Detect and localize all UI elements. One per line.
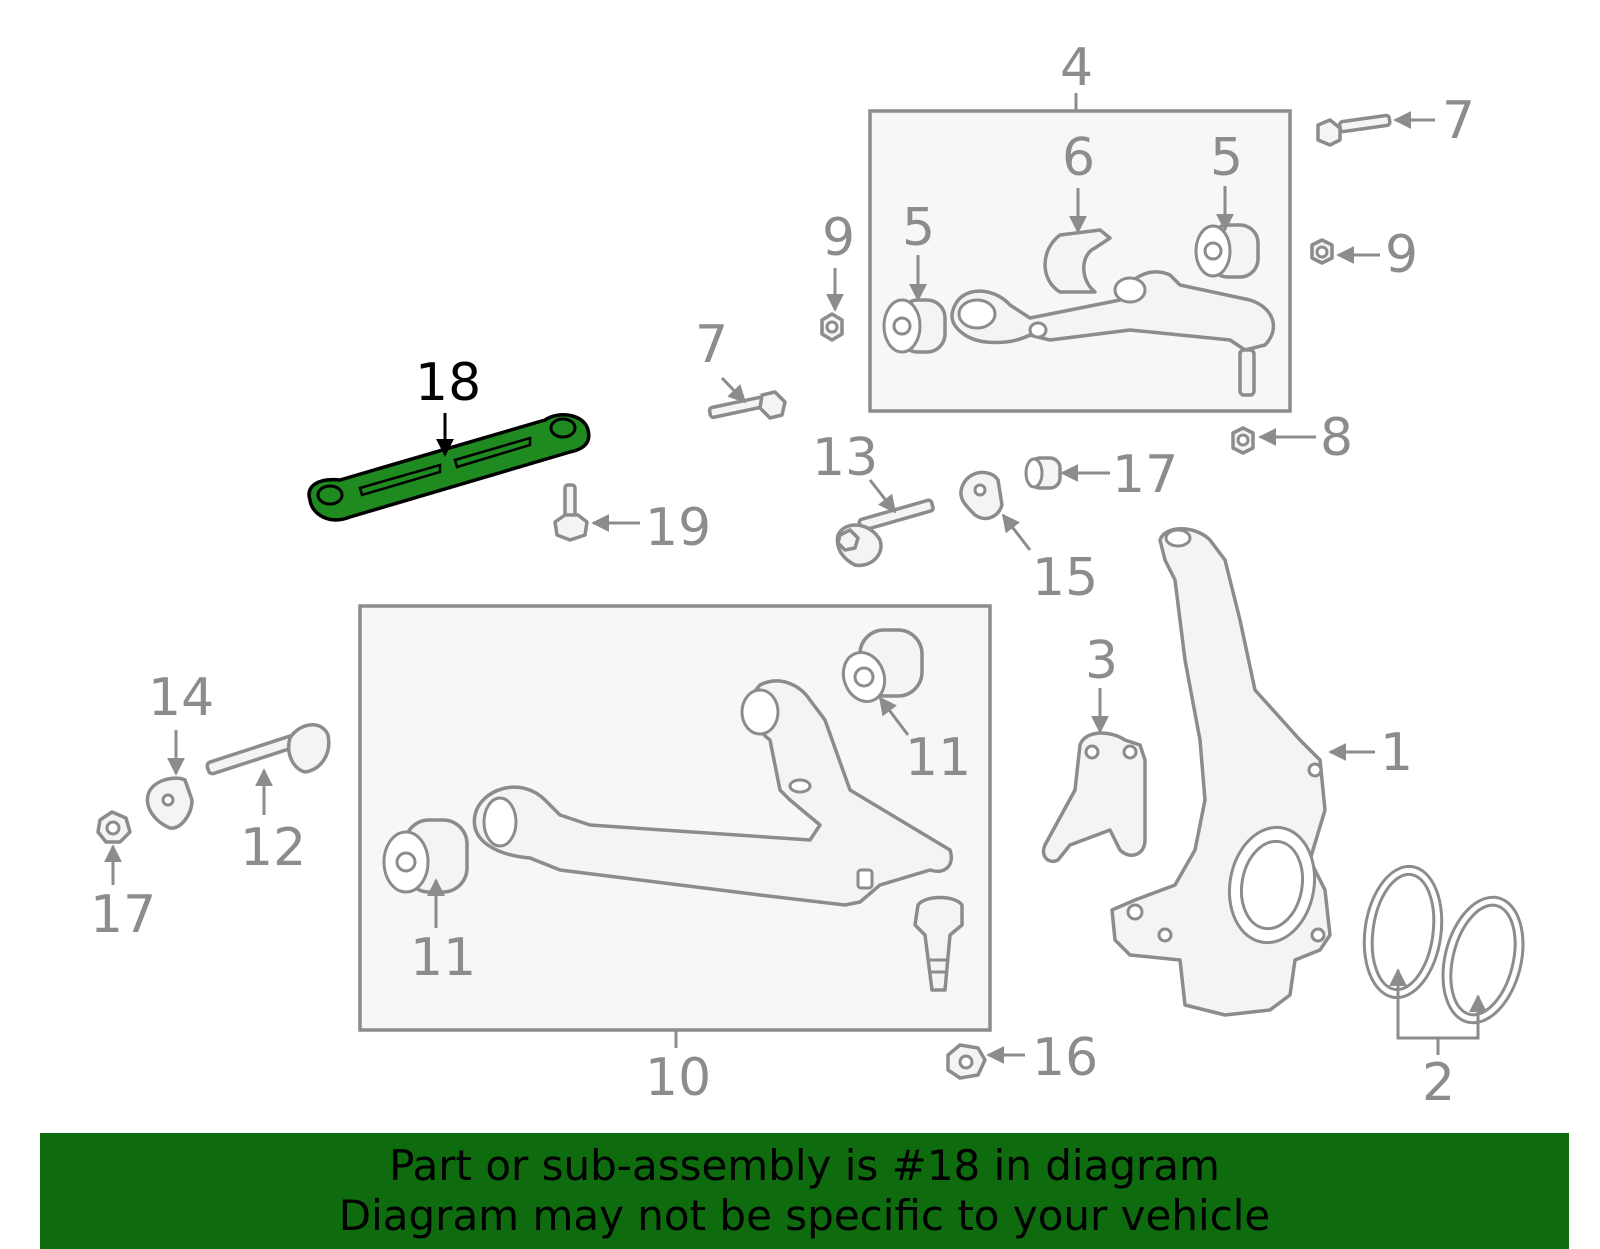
banner-line-1: Part or sub-assembly is #18 in diagram: [389, 1141, 1220, 1190]
leader-lines: [104, 111, 1487, 1064]
bolt-upper-right[interactable]: [1316, 113, 1392, 147]
bushing-right[interactable]: [1194, 223, 1260, 279]
callout-15[interactable]: 15: [1032, 548, 1098, 608]
callout-11-left[interactable]: 11: [410, 928, 476, 988]
callout-14[interactable]: 14: [148, 668, 214, 728]
callout-2[interactable]: 2: [1422, 1053, 1455, 1113]
callout-11-right[interactable]: 11: [905, 728, 971, 788]
callout-17-lower[interactable]: 17: [90, 885, 156, 945]
callout-9-right[interactable]: 9: [1385, 225, 1418, 285]
banner-line-2: Diagram may not be specific to your vehi…: [338, 1191, 1271, 1240]
callout-12[interactable]: 12: [240, 818, 306, 878]
callout-16[interactable]: 16: [1032, 1028, 1098, 1088]
cam-bolt-12[interactable]: [205, 723, 331, 776]
callout-10[interactable]: 10: [645, 1048, 711, 1108]
bushing-lower-right[interactable]: [837, 628, 924, 707]
cam-bolt-13[interactable]: [835, 498, 935, 568]
bushing-lower-left[interactable]: [382, 818, 469, 894]
callout-9-left[interactable]: 9: [822, 208, 855, 268]
bolt-19[interactable]: [553, 483, 589, 542]
lower-control-arm[interactable]: [472, 679, 953, 907]
callout-18[interactable]: 18: [415, 353, 481, 413]
bushing-left[interactable]: [882, 298, 947, 354]
nut-17-upper[interactable]: [1024, 456, 1062, 490]
callout-5-left[interactable]: 5: [902, 198, 935, 258]
bracket-3[interactable]: [1041, 731, 1147, 863]
cam-washer-14[interactable]: [145, 776, 194, 830]
callout-17-upper[interactable]: 17: [1112, 445, 1178, 505]
callout-4[interactable]: 4: [1060, 38, 1093, 98]
bolt-middle[interactable]: [707, 390, 787, 420]
flange-nut-8[interactable]: [1231, 426, 1255, 455]
callout-19[interactable]: 19: [645, 498, 711, 558]
upper-control-arm[interactable]: [950, 270, 1276, 397]
seal-ring-right[interactable]: [1431, 889, 1536, 1032]
nut-upper-left[interactable]: [820, 312, 844, 342]
nut-upper-right[interactable]: [1310, 238, 1334, 265]
ball-joint[interactable]: [913, 895, 964, 992]
nut-17-lower[interactable]: [96, 810, 132, 844]
callout-7-right[interactable]: 7: [1442, 91, 1475, 151]
lateral-link-arm-18[interactable]: [307, 413, 591, 522]
callout-1[interactable]: 1: [1380, 723, 1413, 783]
callout-6[interactable]: 6: [1062, 128, 1095, 188]
callout-5-right[interactable]: 5: [1210, 128, 1243, 188]
bushing-bracket[interactable]: [1043, 228, 1112, 294]
seal-ring-left[interactable]: [1356, 861, 1450, 1002]
callout-13[interactable]: 13: [812, 428, 878, 488]
nut-16[interactable]: [946, 1043, 987, 1080]
callout-8[interactable]: 8: [1320, 408, 1353, 468]
steering-knuckle[interactable]: [1110, 527, 1332, 1017]
highlight-banner: Part or sub-assembly is #18 in diagram D…: [40, 1133, 1569, 1249]
callout-7-middle[interactable]: 7: [695, 315, 728, 375]
callout-3[interactable]: 3: [1085, 631, 1118, 691]
cam-washer-15[interactable]: [959, 470, 1004, 521]
callout-labels: 1 2 3 4 5 5 6 7 7 8 9 9 10 11 11 12 13 1…: [90, 38, 1475, 1113]
